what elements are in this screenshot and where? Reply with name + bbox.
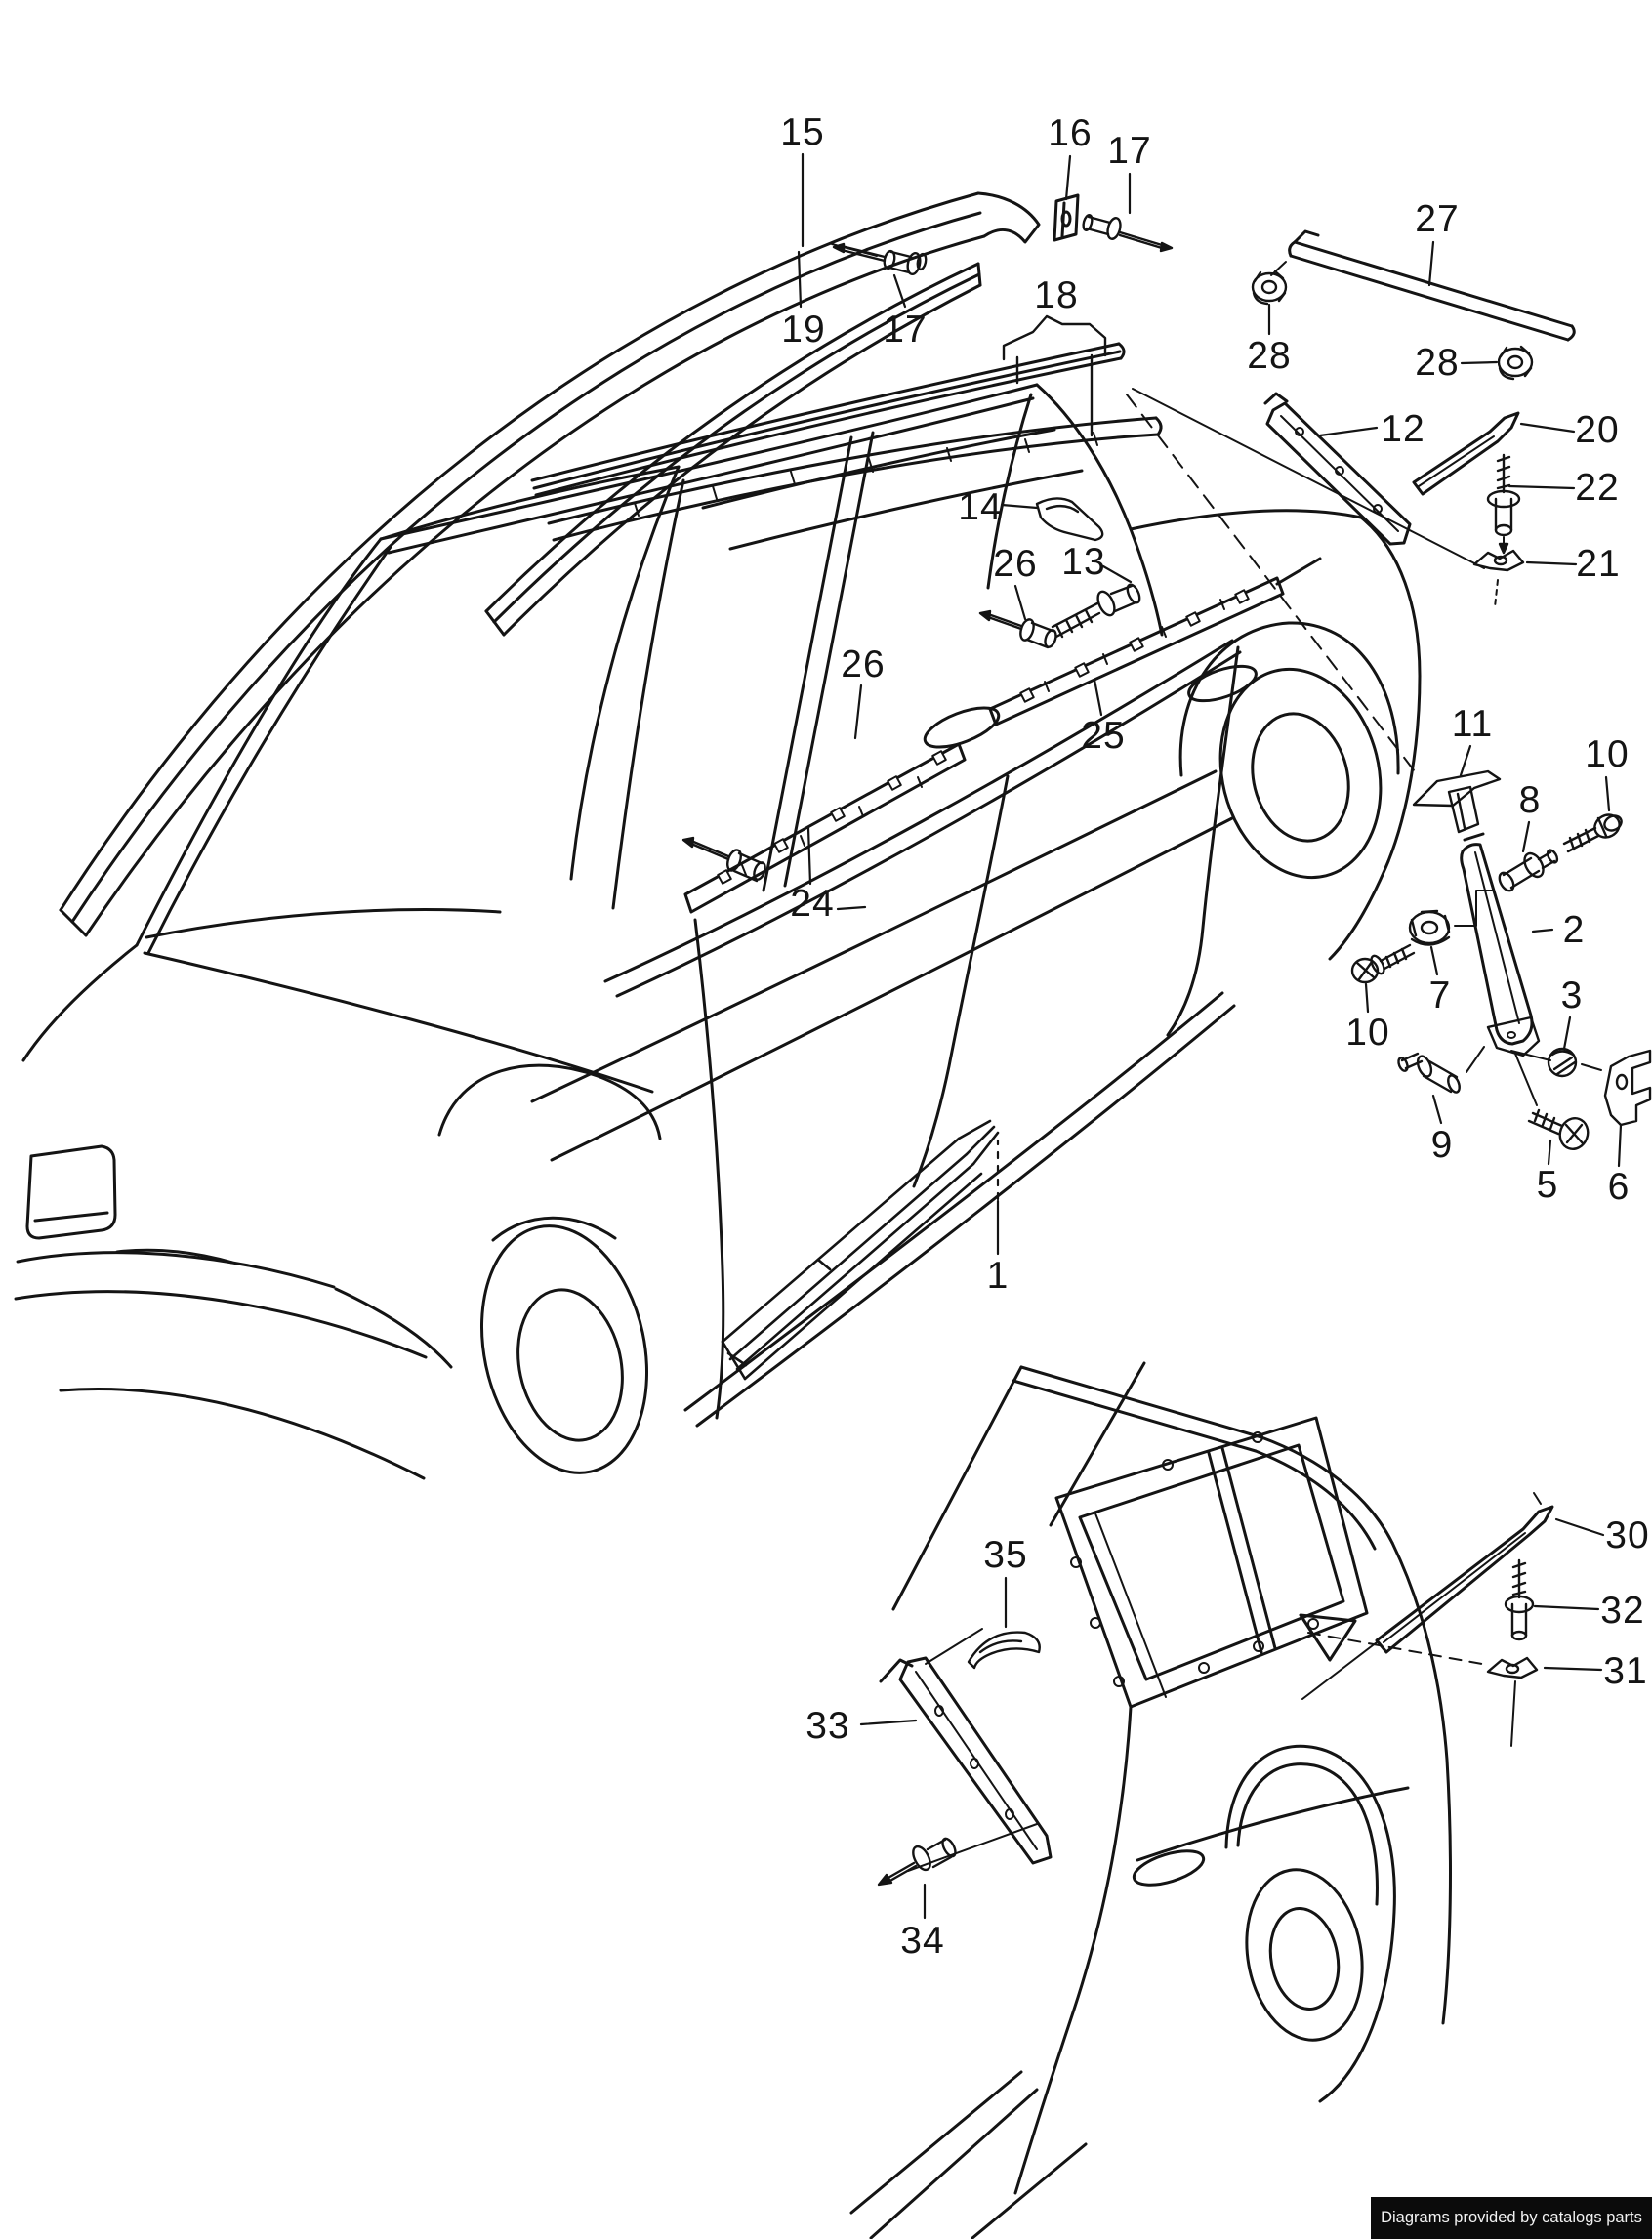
part-24-front-door-molding	[683, 742, 967, 914]
part-6-bracket	[1603, 1049, 1652, 1127]
part-28-nut-left	[1251, 270, 1288, 306]
part-28-nut-right	[1497, 345, 1534, 381]
construction-lines-upper	[1126, 388, 1602, 1106]
part-12-c-pillar-trim	[1263, 392, 1412, 546]
part-34-rivet	[877, 1837, 957, 1887]
part-20-trim-strip	[1412, 411, 1520, 496]
part-17-rivet-right	[1082, 214, 1174, 253]
car-body-line-art	[14, 383, 1422, 1480]
part-15-roof-molding-strip	[59, 191, 1041, 937]
part-16-clip	[1053, 193, 1080, 242]
part-10-screw-lower	[1350, 943, 1416, 984]
part-13-screw	[1051, 583, 1141, 639]
part-19-roof-molding-strip	[484, 262, 982, 637]
part-5-screw	[1527, 1108, 1590, 1150]
leader-lines	[797, 152, 1623, 1920]
attribution-text: Diagrams provided by catalogs parts	[1381, 2209, 1642, 2226]
part-25-rear-door-molding	[988, 557, 1322, 726]
part-11-bracket	[1412, 769, 1502, 834]
roof-trim-bands	[530, 342, 1163, 542]
rear-quarter-line-art	[849, 1361, 1452, 2239]
part-2-b-pillar-trim	[1460, 832, 1541, 1057]
part-3-nut	[1547, 1047, 1578, 1078]
part-14-clip	[1035, 497, 1104, 542]
part-31-clip	[1486, 1656, 1539, 1747]
part-35-clip	[967, 1631, 1041, 1670]
part-10-screw-upper	[1562, 813, 1623, 853]
part-33-b-pillar-trim	[879, 1656, 1053, 1865]
part-21-clip	[1472, 549, 1525, 608]
part-32-screw	[1504, 1558, 1535, 1641]
part-17-rivet-left	[831, 242, 928, 276]
part-26-rivet-upper	[978, 609, 1057, 649]
part-18-bracket	[1002, 314, 1107, 437]
part-8-clip-bolt	[1498, 849, 1559, 892]
part-22-screw	[1486, 453, 1521, 555]
part-27-rear-window-strip	[1270, 229, 1576, 342]
part-9-rivet	[1397, 1052, 1461, 1094]
part-30-quarter-window-strip	[1375, 1492, 1554, 1654]
part-7-nut	[1408, 909, 1451, 946]
attribution-bar: Diagrams provided by catalogs parts	[1371, 2197, 1652, 2239]
construction-lines-lower	[907, 1628, 1483, 1872]
part-1-sill-strip	[721, 1119, 1000, 1381]
